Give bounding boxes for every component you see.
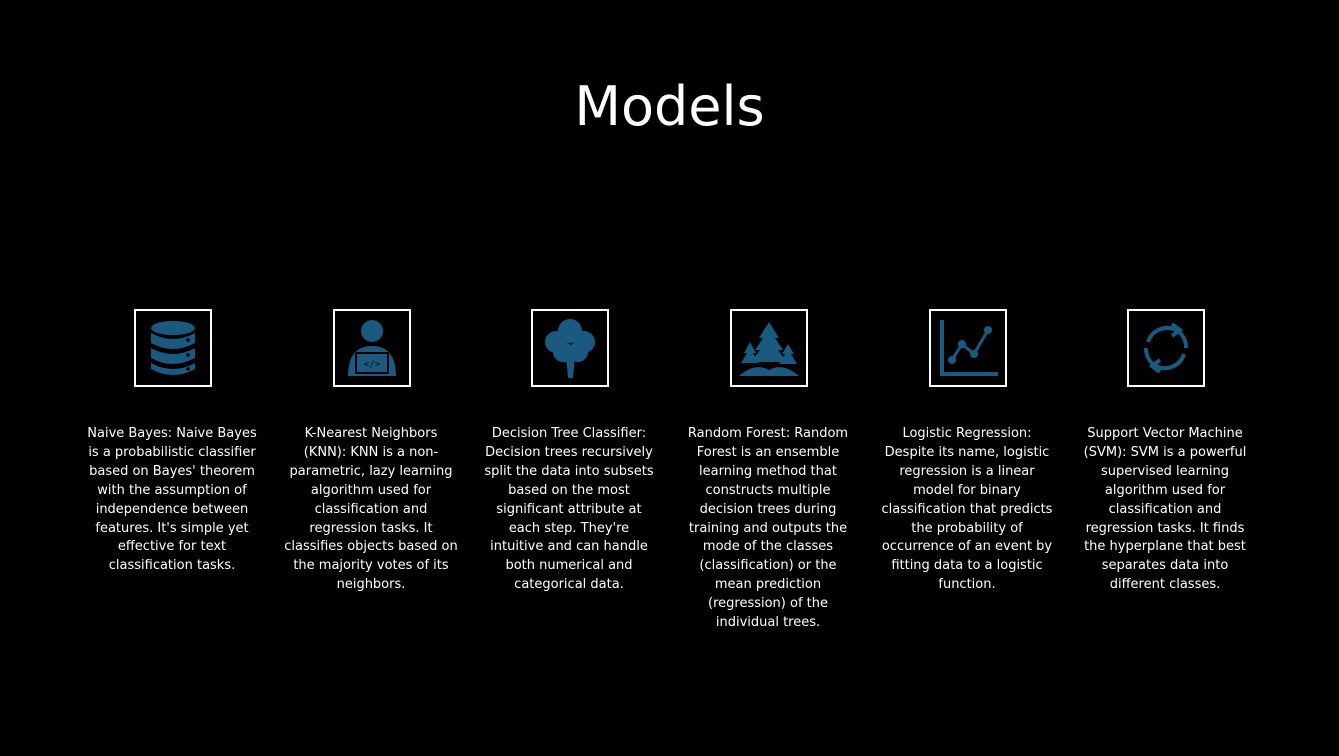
- model-description: Decision Tree Classifier: Decision trees…: [484, 426, 654, 593]
- tree-icon: [545, 319, 595, 378]
- slide-title: Models: [574, 75, 765, 138]
- cycle-arrows-icon: [1144, 322, 1188, 374]
- model-description: Logistic Regression: Despite its name, l…: [881, 426, 1053, 593]
- forest-icon: [739, 322, 799, 376]
- model-description: Random Forest: Random Forest is an ensem…: [687, 426, 849, 631]
- icon-frame: [730, 309, 808, 387]
- model-description: K-Nearest Neighbors (KNN): KNN is a non-…: [284, 426, 458, 593]
- database-icon: [151, 321, 195, 375]
- icon-frame: [134, 309, 212, 387]
- model-description: Support Vector Machine (SVM): SVM is a p…: [1083, 426, 1247, 593]
- icon-frame: [531, 309, 609, 387]
- icon-frame: </>: [333, 309, 411, 387]
- icon-frame: [929, 309, 1007, 387]
- coder-person-icon: </>: [348, 320, 396, 376]
- icon-frame: [1127, 309, 1205, 387]
- line-chart-icon: [940, 320, 998, 376]
- svg-text:</>: </>: [364, 360, 381, 370]
- model-description: Naive Bayes: Naive Bayes is a probabilis…: [87, 426, 257, 574]
